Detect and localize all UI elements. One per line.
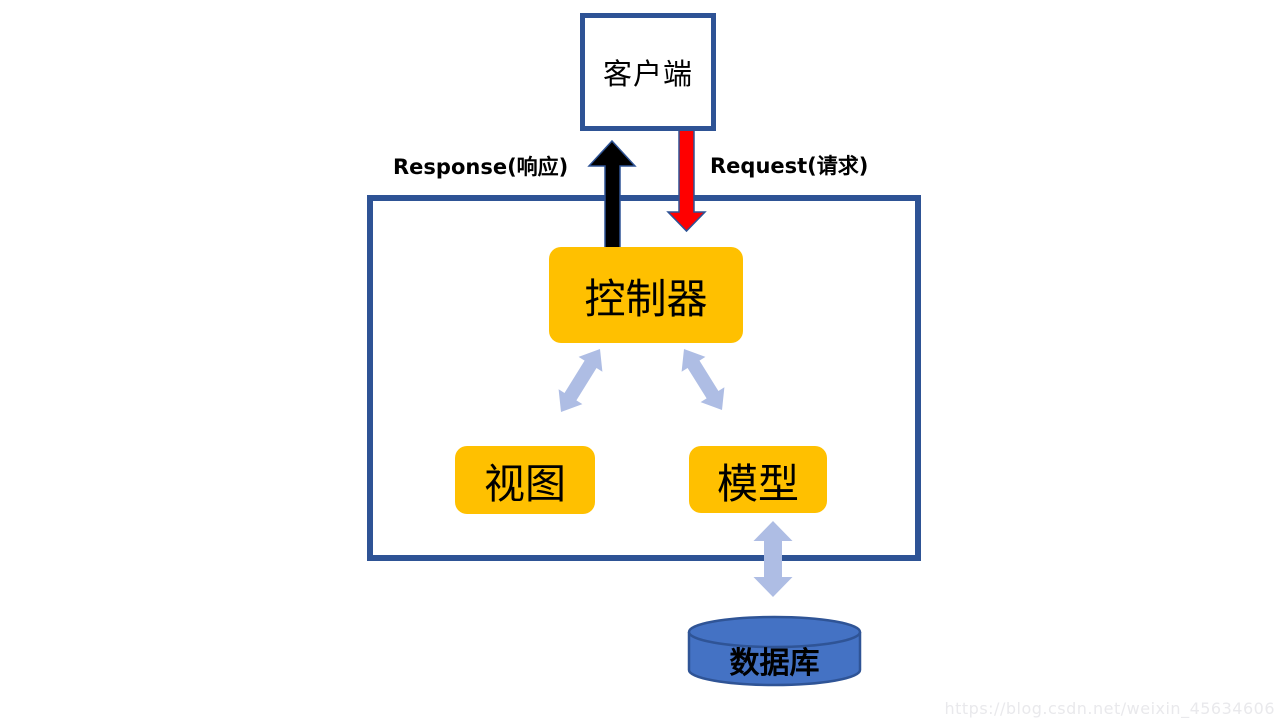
view-node-label: 视图 (484, 460, 566, 508)
database-label: 数据库 (729, 646, 820, 681)
model-node: 模型 (689, 446, 827, 513)
controller-node: 控制器 (549, 247, 743, 343)
client-node-label: 客户端 (602, 57, 693, 91)
watermark: https://blog.csdn.net/weixin_45634606 (944, 699, 1275, 718)
model-node-label: 模型 (717, 459, 799, 508)
view-node: 视图 (455, 446, 595, 514)
client-node: 客户端 (580, 13, 716, 131)
controller-node-label: 控制器 (584, 275, 708, 323)
server-boundary-box (367, 195, 921, 561)
request-label: Request(请求) (710, 154, 869, 178)
response-label: Response(响应) (393, 155, 569, 179)
